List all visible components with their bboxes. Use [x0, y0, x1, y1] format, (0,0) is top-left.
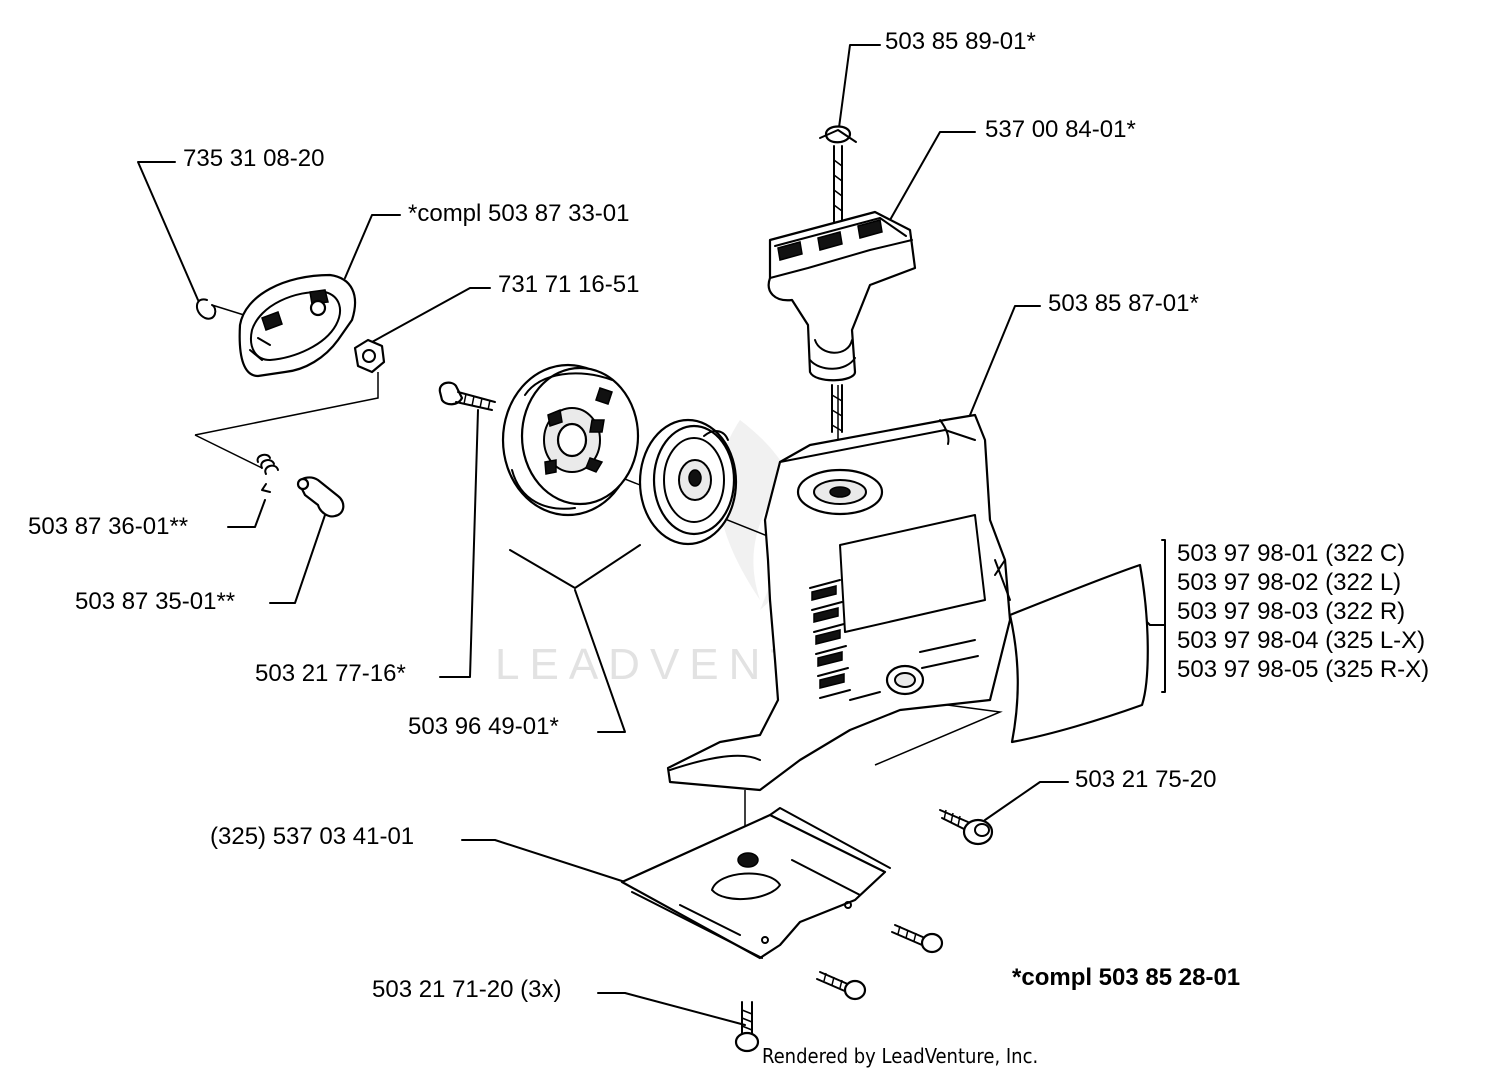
label-base-plate: (325) 537 03 41-01 — [210, 823, 415, 850]
pulley-part — [501, 363, 640, 517]
label-base-screws: 503 21 71-20 (3x) — [372, 976, 562, 1003]
label-pulley-spring: 503 96 49-01* — [408, 713, 559, 740]
base-plate-part — [620, 807, 891, 960]
starter-housing-part — [666, 413, 1012, 792]
decal-option: 503 97 98-05 (325 R-X) — [1177, 656, 1430, 683]
decal-option: 503 97 98-02 (322 L) — [1177, 569, 1402, 596]
leader-lines — [137, 44, 1166, 1026]
label-nut: 731 71 16-51 — [498, 271, 640, 298]
starter-handle-part — [767, 210, 917, 382]
label-starter-handle: 537 00 84-01* — [985, 116, 1136, 143]
pawl-carrier-part — [238, 273, 357, 378]
kit-note: *compl 503 85 28-01 — [1012, 964, 1241, 991]
decal-option: 503 97 98-01 (322 C) — [1177, 540, 1406, 567]
label-starter-rope: 503 85 89-01* — [885, 28, 1036, 55]
starter-rope-part — [819, 125, 857, 433]
housing-screw-part — [939, 809, 994, 846]
label-starter-housing: 503 85 87-01* — [1048, 290, 1199, 317]
circlip-part — [196, 298, 217, 320]
label-housing-screw: 503 21 75-20 — [1075, 766, 1217, 793]
decal-option: 503 97 98-03 (322 R) — [1177, 598, 1406, 625]
pulley-spring-bracket — [509, 544, 641, 589]
nut-part — [353, 338, 386, 374]
label-pawl-carrier: *compl 503 87 33-01 — [408, 200, 630, 227]
base-screws-part — [734, 924, 944, 1053]
recoil-spring-part — [638, 418, 738, 546]
label-pulley-screw: 503 21 77-16* — [255, 660, 406, 687]
pulley-screw-part — [438, 381, 496, 411]
label-circlip: 735 31 08-20 — [183, 145, 325, 172]
label-pawl: 503 87 35-01** — [75, 588, 236, 615]
decal-part — [1008, 563, 1149, 744]
decal-option: 503 97 98-04 (325 L-X) — [1177, 627, 1426, 654]
label-pawl-spring: 503 87 36-01** — [28, 513, 189, 540]
pawl-part — [296, 476, 345, 518]
credit-line: Rendered by LeadVenture, Inc. — [762, 1044, 1039, 1068]
pawl-spring-part — [256, 453, 279, 493]
